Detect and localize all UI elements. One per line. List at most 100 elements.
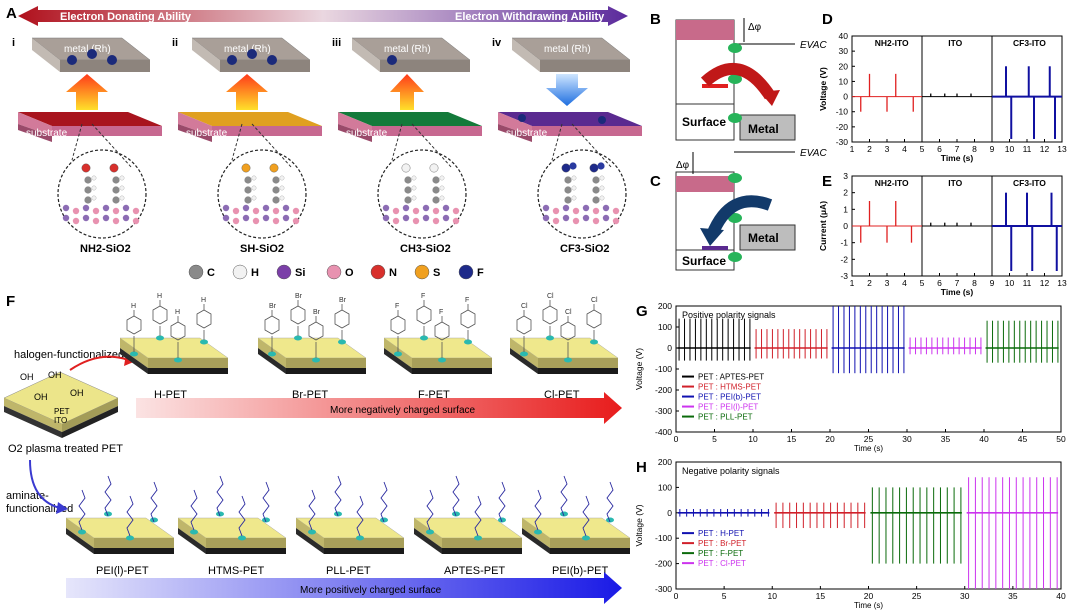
metal-plate-side xyxy=(220,60,310,72)
hydrogen-atom xyxy=(599,195,605,201)
group-label: ITO xyxy=(948,178,962,188)
x-axis-label: Time (s) xyxy=(854,444,883,453)
halogen-atom: Br xyxy=(339,297,347,304)
x-tick-label: 12 xyxy=(1040,278,1050,288)
hydrogen-atom xyxy=(251,175,257,181)
substrate-electron xyxy=(518,114,526,122)
lattice-atom xyxy=(412,217,420,225)
legend-entry: PET : APTES-PET xyxy=(698,373,764,382)
legend-entry: PET : PEI(b)-PET xyxy=(698,393,761,402)
legend-atom-si xyxy=(276,264,292,280)
carbon-atom xyxy=(404,196,412,204)
x-tick-label: 3 xyxy=(885,278,890,288)
metal-text-c: Metal xyxy=(748,231,779,245)
anchor-site xyxy=(564,357,572,363)
lattice-atom xyxy=(92,217,100,225)
anchor-site xyxy=(606,517,614,523)
zoom-line xyxy=(71,123,83,161)
carbon-atom xyxy=(244,186,252,194)
roman-label: iii xyxy=(332,37,341,49)
benzene-ring xyxy=(560,321,576,341)
halogen-atom: Cl xyxy=(591,297,598,304)
ito-layer-left xyxy=(258,348,286,374)
lattice-atom xyxy=(82,204,90,212)
metal-plate-left xyxy=(192,38,220,72)
carbon-atom xyxy=(564,186,572,194)
anchor-site xyxy=(312,357,320,363)
legend-entry: PET : PEI(l)-PET xyxy=(698,403,758,412)
amine-chain xyxy=(126,495,134,537)
group-label: CF3-ITO xyxy=(1013,178,1046,188)
metal-electron xyxy=(87,49,97,59)
anchor-site xyxy=(582,535,590,541)
y-tick-label: 30 xyxy=(839,46,849,56)
lattice-atom xyxy=(432,207,440,215)
panel-c-label: C xyxy=(650,173,661,190)
lattice-atom xyxy=(562,204,570,212)
metal-plate-side xyxy=(540,60,630,72)
group-label: CF3-ITO xyxy=(1013,38,1046,48)
carbon-atom xyxy=(432,176,440,184)
amine-chain xyxy=(216,475,224,517)
panel-b-label: B xyxy=(650,11,661,28)
y-tick-label: 10 xyxy=(839,76,849,86)
carbon-atom xyxy=(404,186,412,194)
metal-plate-left xyxy=(32,38,60,72)
ito-layer-front xyxy=(286,368,366,374)
ito-layer-left xyxy=(296,528,324,554)
carbon-atom xyxy=(84,176,92,184)
anchor-site xyxy=(438,357,446,363)
pet-slab-front xyxy=(206,538,286,548)
lattice-atom xyxy=(272,207,280,215)
hydrogen-atom xyxy=(279,175,285,181)
ito-layer-front xyxy=(538,368,618,374)
plot-frame xyxy=(675,461,1062,590)
carbon-atom xyxy=(84,196,92,204)
carbon-atom xyxy=(272,176,280,184)
legend-atom-label: H xyxy=(251,267,259,279)
x-tick-label: 2 xyxy=(867,278,872,288)
ito-layer-left xyxy=(510,348,538,374)
benzene-ring xyxy=(434,321,450,341)
amine-chain xyxy=(150,481,158,523)
legend-entry: PET : H-PET xyxy=(698,529,744,538)
benzene-ring xyxy=(334,309,350,329)
amine-chain xyxy=(534,489,542,531)
amine-chain xyxy=(582,495,590,537)
hydrogen-atom xyxy=(91,185,97,191)
panel-e-label: E xyxy=(822,173,832,190)
lattice-atom xyxy=(282,214,290,222)
charge-transfer-arrow xyxy=(390,74,424,110)
x-tick-label: 1 xyxy=(850,144,855,154)
terminal-atom xyxy=(109,163,119,173)
terminal-atom xyxy=(241,163,251,173)
anchor-site xyxy=(464,339,472,345)
transfer-arrow xyxy=(700,62,776,100)
halogen-atom: Cl xyxy=(547,293,554,300)
metal-plate-left xyxy=(512,38,540,72)
y-tick-label: -100 xyxy=(655,533,672,543)
lattice-atom xyxy=(72,217,80,225)
sample-label: PEI(l)-PET xyxy=(96,565,149,577)
hydrogen-atom xyxy=(571,175,577,181)
carbon-atom xyxy=(592,176,600,184)
anchor-site xyxy=(238,535,246,541)
halogen-atom: H xyxy=(175,309,180,316)
amine-chain xyxy=(308,489,316,531)
substrate-label: substrate xyxy=(26,128,68,139)
lattice-atom xyxy=(542,204,550,212)
halogen-atom: F xyxy=(439,309,443,316)
pet-slab-front xyxy=(538,358,618,368)
lattice-atom xyxy=(592,207,600,215)
y-axis-label: Current (μA) xyxy=(818,201,828,251)
x-axis-label: Time (s) xyxy=(854,601,883,610)
anchor-site xyxy=(356,535,364,541)
x-tick-label: 8 xyxy=(972,278,977,288)
anchor-site xyxy=(174,357,182,363)
lattice-atom xyxy=(562,214,570,222)
